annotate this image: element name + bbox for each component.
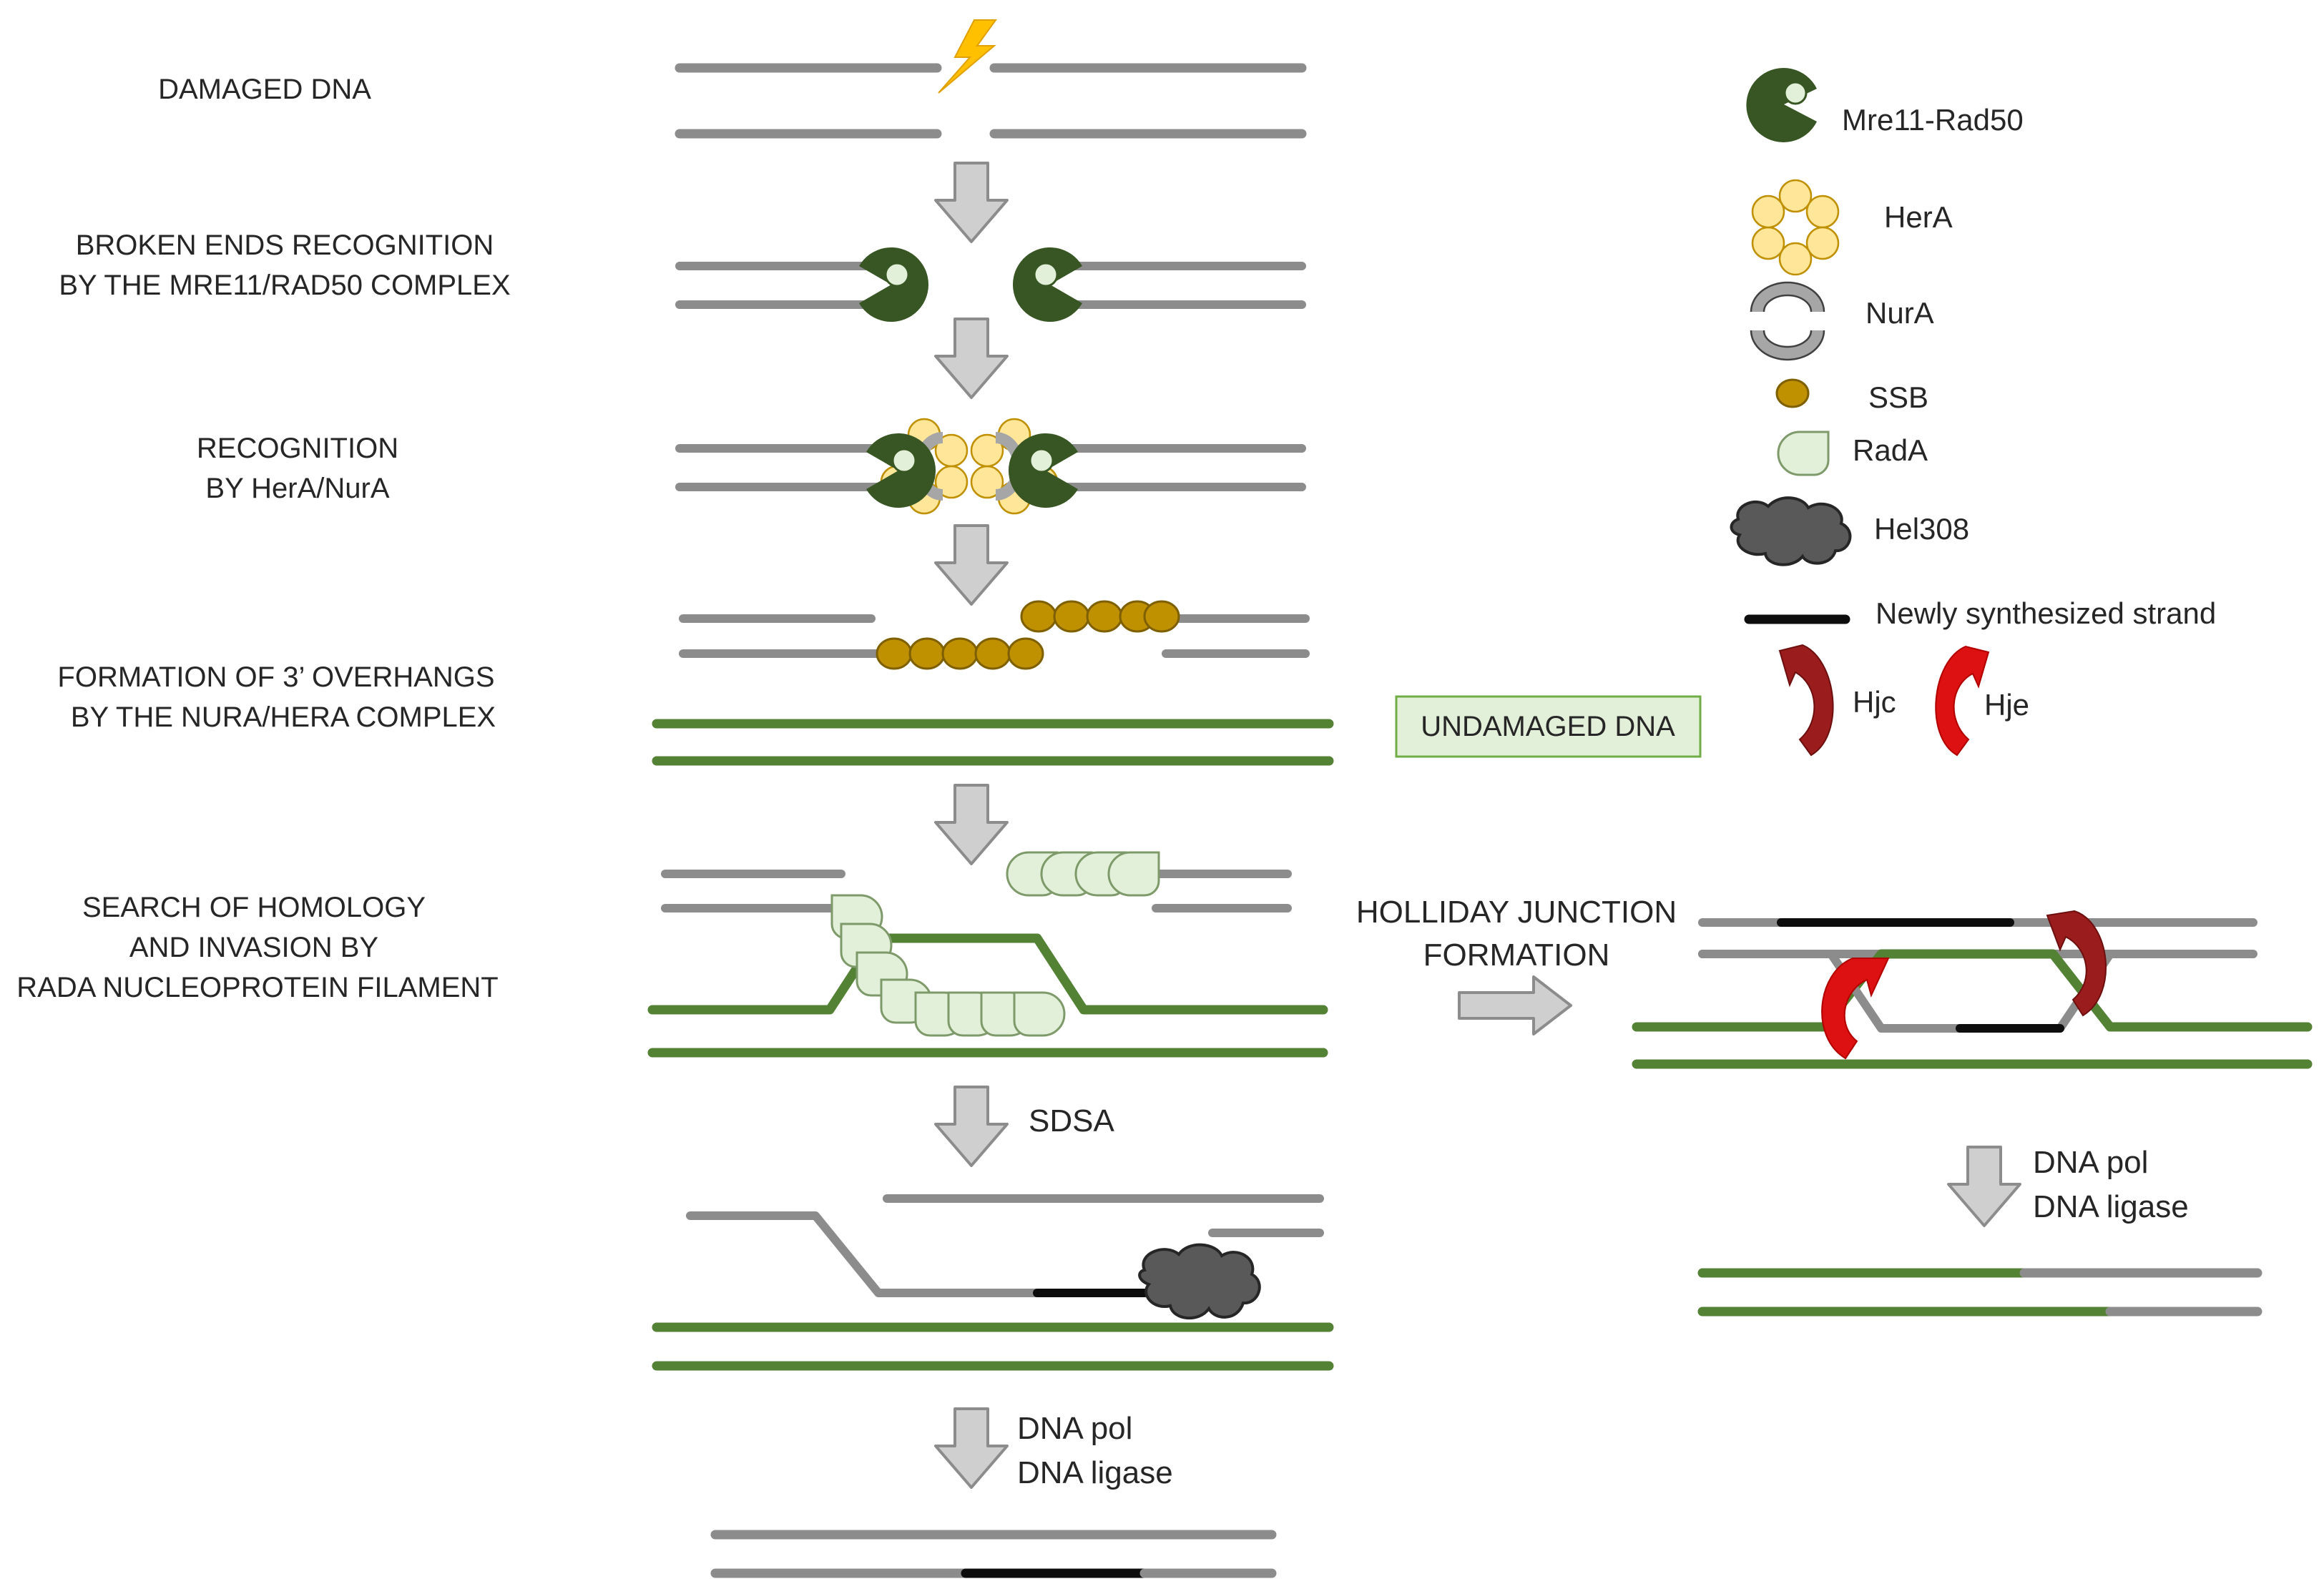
legend-label: Mre11-Rad50 bbox=[1842, 103, 2024, 137]
hera-icon bbox=[1751, 179, 1840, 276]
legend-item-mre11: Mre11-Rad50 bbox=[1746, 68, 2024, 142]
legend-label: HerA bbox=[1884, 200, 1953, 234]
down-arrow-icon bbox=[934, 1086, 1009, 1167]
dna-pol-label: DNA pol bbox=[2033, 1145, 2148, 1180]
ssb-cluster bbox=[876, 600, 1180, 670]
rada-icon bbox=[1777, 431, 1830, 476]
dna-strand bbox=[647, 933, 1328, 1015]
step-label-overhang: BY THE NURA/HERA COMPLEX bbox=[71, 702, 496, 733]
mre11-rad50-icon bbox=[1011, 246, 1084, 323]
down-arrow-icon bbox=[934, 162, 1009, 243]
legend-item-hel308: Hel308 bbox=[1730, 496, 1969, 566]
hel308-icon bbox=[1730, 496, 1852, 566]
undamaged-dna-label: UNDAMAGED DNA bbox=[1421, 711, 1675, 742]
legend-item-ssb: SSB bbox=[1775, 378, 1928, 414]
sdsa-label: SDSA bbox=[1029, 1103, 1114, 1138]
overhang-dna bbox=[679, 614, 1310, 658]
ssb-icon bbox=[908, 637, 946, 670]
holliday-label: FORMATION bbox=[1423, 938, 1610, 973]
invasion-damaged-dna bbox=[661, 870, 1292, 912]
mre11-rad50-icon bbox=[858, 246, 930, 323]
legend-item-hjc: Hjc bbox=[1778, 644, 1896, 757]
ssb-icon bbox=[1007, 637, 1044, 670]
dna-strand bbox=[1632, 949, 2313, 1032]
legend-item-hje: Hje bbox=[1935, 645, 2029, 757]
down-arrow-icon bbox=[934, 318, 1009, 399]
down-arrow-icon bbox=[934, 784, 1009, 865]
legend-label: RadA bbox=[1853, 433, 1928, 467]
down-arrow-icon bbox=[1947, 1146, 2021, 1227]
undamaged-dna-box bbox=[1395, 695, 1702, 758]
mre11-rad50-icon bbox=[1783, 81, 1808, 105]
undamaged-dna bbox=[652, 719, 1334, 766]
legend-label: Hjc bbox=[1853, 685, 1896, 719]
hera-nura-dna bbox=[675, 444, 1306, 491]
down-arrow-icon bbox=[934, 1407, 1009, 1489]
rada-icon bbox=[1107, 851, 1160, 897]
ssb-icon bbox=[1020, 600, 1057, 633]
dna-strand bbox=[1698, 950, 2114, 1033]
ssb-icon bbox=[974, 637, 1011, 670]
lightning-icon bbox=[938, 19, 997, 94]
ssb-icon bbox=[1053, 600, 1090, 633]
hje-icon bbox=[1821, 958, 1890, 1060]
legend-label: NurA bbox=[1865, 296, 1934, 330]
legend-item-new-strand: Newly synthesized strand bbox=[1744, 596, 2216, 630]
hje-icon bbox=[1935, 645, 1990, 757]
ssb-icon bbox=[1086, 600, 1123, 633]
legend-item-rada: RadA bbox=[1777, 431, 1928, 476]
ssb-icon bbox=[1143, 600, 1180, 633]
right-arrow-icon bbox=[1458, 975, 1572, 1035]
holliday-label: HOLLIDAY JUNCTION bbox=[1356, 895, 1677, 930]
mre11-rad50-icon bbox=[1746, 68, 1817, 142]
hel308-icon bbox=[1138, 1243, 1261, 1319]
sdsa-repaired-dna bbox=[710, 1530, 1277, 1578]
rada-icon bbox=[1013, 991, 1066, 1037]
ssb-icon bbox=[876, 637, 913, 670]
dna-strand bbox=[686, 1211, 1041, 1297]
sdsa-dna bbox=[652, 1194, 1334, 1371]
legend-item-hera: HerA bbox=[1751, 179, 1953, 276]
step-label-search: AND INVASION BY bbox=[129, 932, 378, 963]
invasion-green-dna bbox=[647, 933, 1328, 1058]
legend-label: Newly synthesized strand bbox=[1876, 596, 2216, 630]
step-label-hera: BY HerA/NurA bbox=[205, 473, 389, 504]
step-label-search: SEARCH OF HOMOLOGY bbox=[82, 892, 426, 923]
nura-icon bbox=[1750, 281, 1825, 361]
dna-ligase-label: DNA ligase bbox=[2033, 1189, 2189, 1224]
nura-icon bbox=[1752, 330, 1823, 359]
legend: Mre11-Rad50 HerA NurA SSB RadA Hel308 bbox=[1730, 68, 2216, 757]
damaged-dna bbox=[675, 63, 1307, 139]
nura-icon bbox=[1752, 283, 1823, 313]
broken-ends-dna bbox=[675, 262, 1306, 309]
legend-label: Hje bbox=[1984, 688, 2029, 722]
hjc-icon bbox=[2046, 910, 2107, 1017]
step-label-recognition: BY THE MRE11/RAD50 COMPLEX bbox=[59, 270, 510, 301]
legend-item-nura: NurA bbox=[1750, 281, 1934, 361]
holliday-repaired-dna bbox=[1697, 1268, 2262, 1317]
ssb-icon bbox=[1775, 378, 1810, 408]
hjc-icon bbox=[1778, 644, 1834, 757]
step-label-hera: RECOGNITION bbox=[197, 433, 398, 464]
down-arrow-icon bbox=[934, 524, 1009, 606]
legend-label: SSB bbox=[1868, 380, 1928, 414]
step-label-search: RADA NUCLEOPROTEIN FILAMENT bbox=[16, 972, 498, 1003]
ssb-icon bbox=[941, 637, 979, 670]
step-label-damaged: DAMAGED DNA bbox=[158, 74, 371, 105]
legend-label: Hel308 bbox=[1874, 512, 1969, 546]
holliday-junction-dna bbox=[1632, 918, 2313, 1069]
step-label-overhang: FORMATION OF 3’ OVERHANGS bbox=[57, 661, 494, 693]
dna-ligase-label: DNA ligase bbox=[1017, 1455, 1173, 1490]
step-label-recognition: BROKEN ENDS RECOGNITION bbox=[76, 230, 494, 261]
dna-pol-label: DNA pol bbox=[1017, 1411, 1132, 1446]
